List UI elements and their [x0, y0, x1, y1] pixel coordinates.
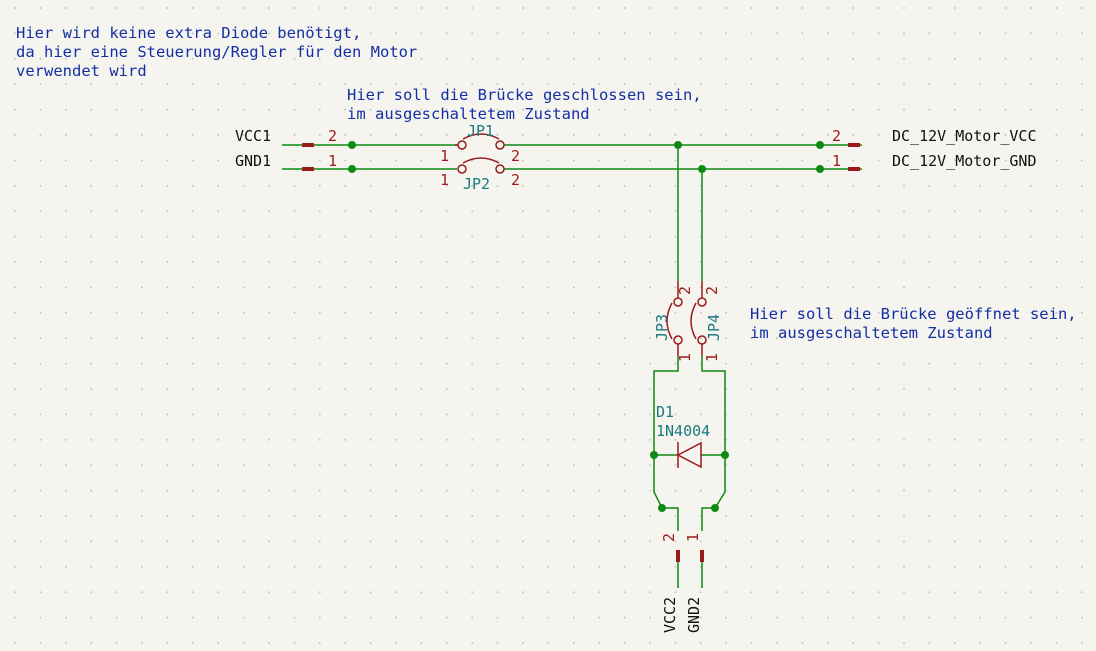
d1-reference: D1 [656, 403, 674, 421]
jp4-reference: JP4 [705, 314, 723, 341]
wire-jp3-to-diode-left [653, 356, 679, 531]
d1-anode-triangle [676, 441, 702, 469]
junction-vcc2 [658, 504, 666, 512]
junction-vcc-tee [674, 141, 682, 149]
jp2-pin-2: 2 [511, 171, 520, 189]
vcc2-pin-number: 2 [660, 533, 678, 542]
vcc1-pin-number: 2 [328, 127, 337, 145]
jp4-pin-1: 1 [703, 353, 721, 362]
junction-vcc1 [348, 141, 356, 149]
jp2-reference: JP2 [463, 175, 490, 193]
pin-numbers: 2 1 1 2 1 2 2 1 2 1 2 1 2 1 [328, 127, 841, 542]
pin-motor-vcc-right [848, 143, 860, 147]
diode-d1[interactable] [676, 441, 702, 469]
wire-jp4-to-diode-right [701, 356, 726, 531]
note-bridge-closed: Hier soll die Brücke geschlossen sein, i… [347, 86, 702, 123]
jp4-pin-2: 2 [703, 286, 721, 295]
junction-gnd-tee [698, 165, 706, 173]
note-bridge-closed-line-1: Hier soll die Brücke geschlossen sein, [347, 86, 702, 104]
jp1-pin-1: 1 [440, 147, 449, 165]
note-bridge-open-line-2: im ausgeschaltetem Zustand [750, 324, 993, 342]
note-bridge-open: Hier soll die Brücke geöffnet sein, im a… [750, 305, 1077, 342]
net-label-vcc2[interactable]: VCC2 [661, 597, 679, 633]
junction-motor-gnd [816, 165, 824, 173]
connector-pins [302, 143, 860, 562]
jp1-bridge [462, 133, 500, 140]
pin-gnd2-bottom [700, 550, 704, 562]
junction-gnd2 [711, 504, 719, 512]
pin-vcc2-bottom [676, 550, 680, 562]
jp4-bridge [690, 302, 697, 340]
jp1-pin-2: 2 [511, 147, 520, 165]
jp3-bridge [666, 302, 673, 340]
jumper-jp2[interactable] [457, 157, 505, 174]
junction-motor-vcc [816, 141, 824, 149]
note-bridge-closed-line-2: im ausgeschaltetem Zustand [347, 105, 590, 123]
motor-vcc-pin-number: 2 [832, 127, 841, 145]
junction-gnd1 [348, 165, 356, 173]
pin-gnd1-left [302, 167, 314, 171]
note-top-left-line-1: Hier wird keine extra Diode benötigt, [16, 24, 361, 42]
d1-value: 1N4004 [656, 422, 710, 440]
net-label-gnd1[interactable]: GND1 [235, 152, 271, 170]
note-top-left-line-2: da hier eine Steuerung/Regler für den Mo… [16, 43, 417, 61]
jumper-leads [455, 144, 703, 356]
note-bridge-open-line-1: Hier soll die Brücke geöffnet sein, [750, 305, 1077, 323]
jp2-bridge [462, 157, 500, 164]
pin-motor-gnd-right [848, 167, 860, 171]
references: JP1 JP2 JP3 JP4 D1 1N4004 [463, 122, 723, 440]
motor-gnd-pin-number: 1 [832, 152, 841, 170]
jp2-pin-1: 1 [440, 171, 449, 189]
junction-diode-left [650, 451, 658, 459]
pin-vcc1-left [302, 143, 314, 147]
jp3-reference: JP3 [653, 314, 671, 341]
jp1-contact-2 [495, 140, 505, 150]
net-label-motor-gnd[interactable]: DC_12V_Motor_GND [892, 152, 1037, 170]
gnd1-pin-number: 1 [328, 152, 337, 170]
net-label-gnd2[interactable]: GND2 [685, 597, 703, 633]
jp3-pin-2: 2 [676, 286, 694, 295]
net-label-vcc1[interactable]: VCC1 [235, 127, 271, 145]
net-label-motor-vcc[interactable]: DC_12V_Motor_VCC [892, 127, 1037, 145]
junction-diode-right [721, 451, 729, 459]
gnd2-pin-number: 1 [684, 533, 702, 542]
note-top-left: Hier wird keine extra Diode benötigt, da… [16, 24, 417, 80]
jp3-pin-1: 1 [676, 353, 694, 362]
jp2-contact-2 [495, 164, 505, 174]
jp1-reference: JP1 [467, 122, 494, 140]
junctions [348, 141, 824, 512]
net-labels: VCC1 GND1 DC_12V_Motor_VCC DC_12V_Motor_… [235, 127, 1037, 633]
jp2-contact-1 [457, 164, 467, 174]
note-top-left-line-3: verwendet wird [16, 62, 147, 80]
